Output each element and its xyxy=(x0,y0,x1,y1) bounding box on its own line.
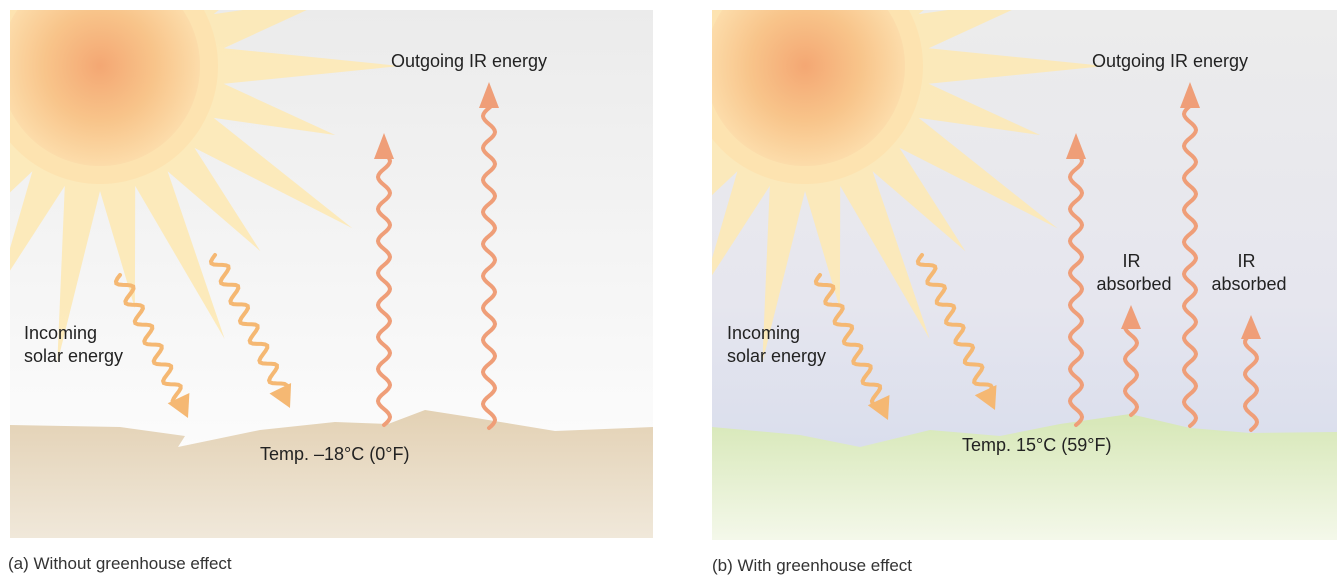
absorbed-ir-arrow-2-wave xyxy=(1242,335,1260,432)
outgoing-ir-label-a: Outgoing IR energy xyxy=(391,51,547,71)
sun-core xyxy=(712,10,905,166)
panel-a xyxy=(10,10,653,538)
outgoing-ir-arrow-1-wave xyxy=(375,155,393,427)
outgoing-ir-arrow-1-wave xyxy=(1067,155,1085,427)
ir-absorbed-line-2: absorbed xyxy=(1211,274,1286,294)
ir-arrows xyxy=(1066,82,1261,432)
ir-absorbed-line-1: IR xyxy=(1237,251,1255,271)
sun-core xyxy=(10,10,200,166)
outgoing-ir-label-b: Outgoing IR energy xyxy=(1092,51,1248,71)
outgoing-ir-arrow-1-head xyxy=(1066,133,1086,159)
outgoing-ir-arrow-1-head xyxy=(374,133,394,159)
ir-arrows xyxy=(374,82,499,430)
incoming-line-2: solar energy xyxy=(24,346,123,366)
incoming-solar-arrow-2-head xyxy=(974,385,997,410)
caption-b: (b) With greenhouse effect xyxy=(712,556,912,575)
absorbed-ir-arrow-1-head xyxy=(1121,305,1141,329)
incoming-solar-arrow-1-wave xyxy=(113,273,183,405)
absorbed-ir-arrow-2-head xyxy=(1241,315,1261,339)
outgoing-ir-arrow-2-head xyxy=(1180,82,1200,108)
caption-a: (a) Without greenhouse effect xyxy=(8,554,232,573)
ir-absorbed-label-1: IR absorbed xyxy=(1096,251,1171,294)
incoming-solar-label-b: Incoming solar energy xyxy=(727,323,826,366)
incoming-solar-arrow-1-head xyxy=(167,393,190,418)
ground xyxy=(10,410,653,538)
ground xyxy=(712,414,1337,540)
outgoing-ir-arrow-2-wave xyxy=(1181,104,1199,428)
absorbed-ir-arrow-1-wave xyxy=(1122,325,1140,417)
incoming-solar-arrow-1-wave xyxy=(813,273,883,407)
solar-arrows xyxy=(813,253,997,420)
sun xyxy=(10,10,400,363)
temperature-label-b: Temp. 15°C (59°F) xyxy=(962,435,1111,455)
incoming-solar-label-a: Incoming solar energy xyxy=(24,323,123,366)
incoming-solar-arrow-2-head xyxy=(269,383,292,408)
ir-absorbed-label-2: IR absorbed xyxy=(1211,251,1286,294)
incoming-solar-arrow-2-wave xyxy=(208,253,289,390)
outgoing-ir-arrow-2-head xyxy=(479,82,499,108)
outgoing-ir-arrow-2-wave xyxy=(480,104,498,430)
ir-absorbed-line-1: IR xyxy=(1122,251,1140,271)
sun xyxy=(712,10,1105,363)
incoming-solar-arrow-1-head xyxy=(867,395,890,420)
ir-absorbed-line-2: absorbed xyxy=(1096,274,1171,294)
incoming-line-2: solar energy xyxy=(727,346,826,366)
solar-arrows xyxy=(113,253,292,418)
incoming-line-1: Incoming xyxy=(24,323,97,343)
temperature-label-a: Temp. –18°C (0°F) xyxy=(260,444,409,464)
incoming-solar-arrow-2-wave xyxy=(915,253,994,392)
panel-b xyxy=(712,10,1337,540)
incoming-line-1: Incoming xyxy=(727,323,800,343)
